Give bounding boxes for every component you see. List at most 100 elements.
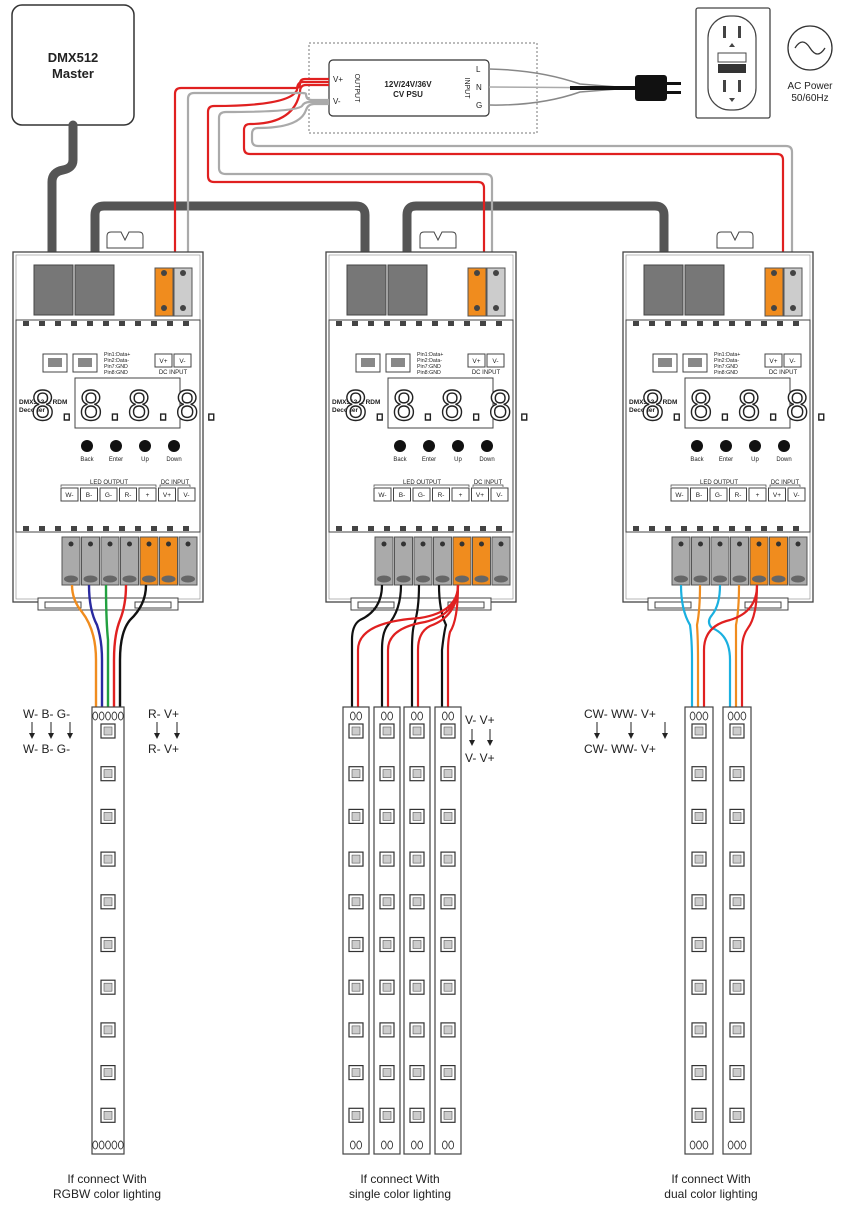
button-up[interactable] xyxy=(139,440,151,452)
output-label: V- xyxy=(793,492,799,499)
output-terminal[interactable] xyxy=(374,536,394,586)
output-label: B- xyxy=(86,492,93,499)
strip-pad xyxy=(696,1140,702,1150)
dc-terminal-vminus[interactable] xyxy=(486,267,506,317)
output-terminal[interactable] xyxy=(433,536,452,586)
output-terminal[interactable] xyxy=(81,536,100,586)
output-terminal[interactable] xyxy=(394,536,413,586)
strip-pad xyxy=(117,1140,124,1150)
output-label: B- xyxy=(696,492,703,499)
dc-terminal-vplus[interactable] xyxy=(154,267,174,317)
seven-segment-display xyxy=(387,377,494,429)
button-label: Back xyxy=(80,457,94,463)
output-terminal[interactable] xyxy=(491,536,511,586)
rj45-socket[interactable] xyxy=(346,264,387,316)
decoder-1: Pin1:Data+Pin2:Data-Pin7:GNDPin8:GNDV+V-… xyxy=(12,231,224,611)
dc-terminal-vplus[interactable] xyxy=(764,267,784,317)
strip-pad xyxy=(689,1140,696,1150)
button-enter[interactable] xyxy=(110,440,122,452)
dual-labels: CW- WW- V+ CW- WW- V+ If connect With du… xyxy=(584,707,758,1201)
rgbw-output-wires xyxy=(70,584,148,708)
button-back[interactable] xyxy=(691,440,703,452)
rgbw-caption-line1: If connect With xyxy=(67,1172,146,1186)
button-enter[interactable] xyxy=(720,440,732,452)
psu-title-line2: CV PSU xyxy=(393,90,423,99)
button-back[interactable] xyxy=(394,440,406,452)
output-label: V- xyxy=(183,492,189,499)
output-box xyxy=(393,487,411,502)
dc-supply-wires xyxy=(173,77,794,270)
rj45-socket[interactable] xyxy=(387,264,428,316)
output-box xyxy=(432,487,450,502)
dmx-cables xyxy=(47,120,669,267)
button-up[interactable] xyxy=(452,440,464,452)
wall-outlet xyxy=(695,7,771,119)
button-label: Back xyxy=(690,457,704,463)
dc-terminal-vminus[interactable] xyxy=(173,267,193,317)
output-terminal[interactable] xyxy=(413,536,433,586)
output-terminal[interactable] xyxy=(100,536,120,586)
strip-pad xyxy=(387,1140,394,1150)
single-row1: V- V+ xyxy=(465,713,495,727)
psu-title-line1: 12V/24V/36V xyxy=(384,80,432,89)
output-terminal[interactable] xyxy=(788,536,808,586)
rgbw-labels: W- B- G- W- B- G- R- V+ R- V+ If connect… xyxy=(23,707,180,1201)
output-terminal[interactable] xyxy=(452,536,472,586)
button-down[interactable] xyxy=(778,440,790,452)
dc-terminal-vplus[interactable] xyxy=(467,267,487,317)
output-terminal[interactable] xyxy=(178,536,198,586)
seven-segment-display xyxy=(74,377,181,429)
output-box xyxy=(99,487,118,502)
output-terminal[interactable] xyxy=(769,536,788,586)
button-down[interactable] xyxy=(481,440,493,452)
strip-pad xyxy=(105,711,111,721)
dc-vminus-label: V- xyxy=(179,358,185,365)
dc-vplus-label: V+ xyxy=(472,358,480,365)
strip-pad xyxy=(702,711,709,721)
strip-pad xyxy=(356,1140,363,1150)
output-box xyxy=(471,487,489,502)
output-box xyxy=(177,487,196,502)
pin-label: Pin2:Data- xyxy=(417,358,442,364)
rj45-socket[interactable] xyxy=(684,264,725,316)
strip-pad xyxy=(740,711,747,721)
output-box xyxy=(119,487,137,502)
output-label: W- xyxy=(675,492,683,499)
single-strip-2 xyxy=(373,706,401,1155)
strip-pad xyxy=(410,711,417,721)
output-terminal[interactable] xyxy=(749,536,769,586)
dc-vminus-box xyxy=(173,353,192,368)
dc-input-label: DC INPUT xyxy=(769,370,798,376)
output-terminal[interactable] xyxy=(472,536,491,586)
rj45-socket[interactable] xyxy=(74,264,115,316)
dc-vplus-box xyxy=(764,353,783,368)
output-label: G- xyxy=(715,492,722,499)
output-box xyxy=(80,487,98,502)
button-enter[interactable] xyxy=(423,440,435,452)
dc-vminus-box xyxy=(486,353,505,368)
strip-pad xyxy=(92,711,99,721)
pin-label: Pin7:GND xyxy=(104,364,128,370)
dual-caption-line1: If connect With xyxy=(671,1172,750,1186)
pin-label: Pin7:GND xyxy=(417,364,441,370)
rj45-socket[interactable] xyxy=(643,264,684,316)
single-arrows xyxy=(469,729,493,746)
button-back[interactable] xyxy=(81,440,93,452)
output-label: R- xyxy=(125,492,132,499)
dc-terminal-vminus[interactable] xyxy=(783,267,803,317)
dc-vplus-label: V+ xyxy=(159,358,167,365)
pin-label: Pin7:GND xyxy=(714,364,738,370)
output-terminal[interactable] xyxy=(120,536,139,586)
button-up[interactable] xyxy=(749,440,761,452)
rj45-socket[interactable] xyxy=(33,264,74,316)
button-label: Up xyxy=(141,457,149,463)
decoder-name-line2: Decoder xyxy=(629,407,655,414)
output-label: V+ xyxy=(773,492,781,499)
output-terminal[interactable] xyxy=(139,536,159,586)
rgbw-strip xyxy=(91,706,125,1155)
button-down[interactable] xyxy=(168,440,180,452)
dc-vplus-box xyxy=(467,353,486,368)
strip-pad xyxy=(410,1140,417,1150)
strip-pad xyxy=(105,1140,111,1150)
output-terminal[interactable] xyxy=(159,536,178,586)
